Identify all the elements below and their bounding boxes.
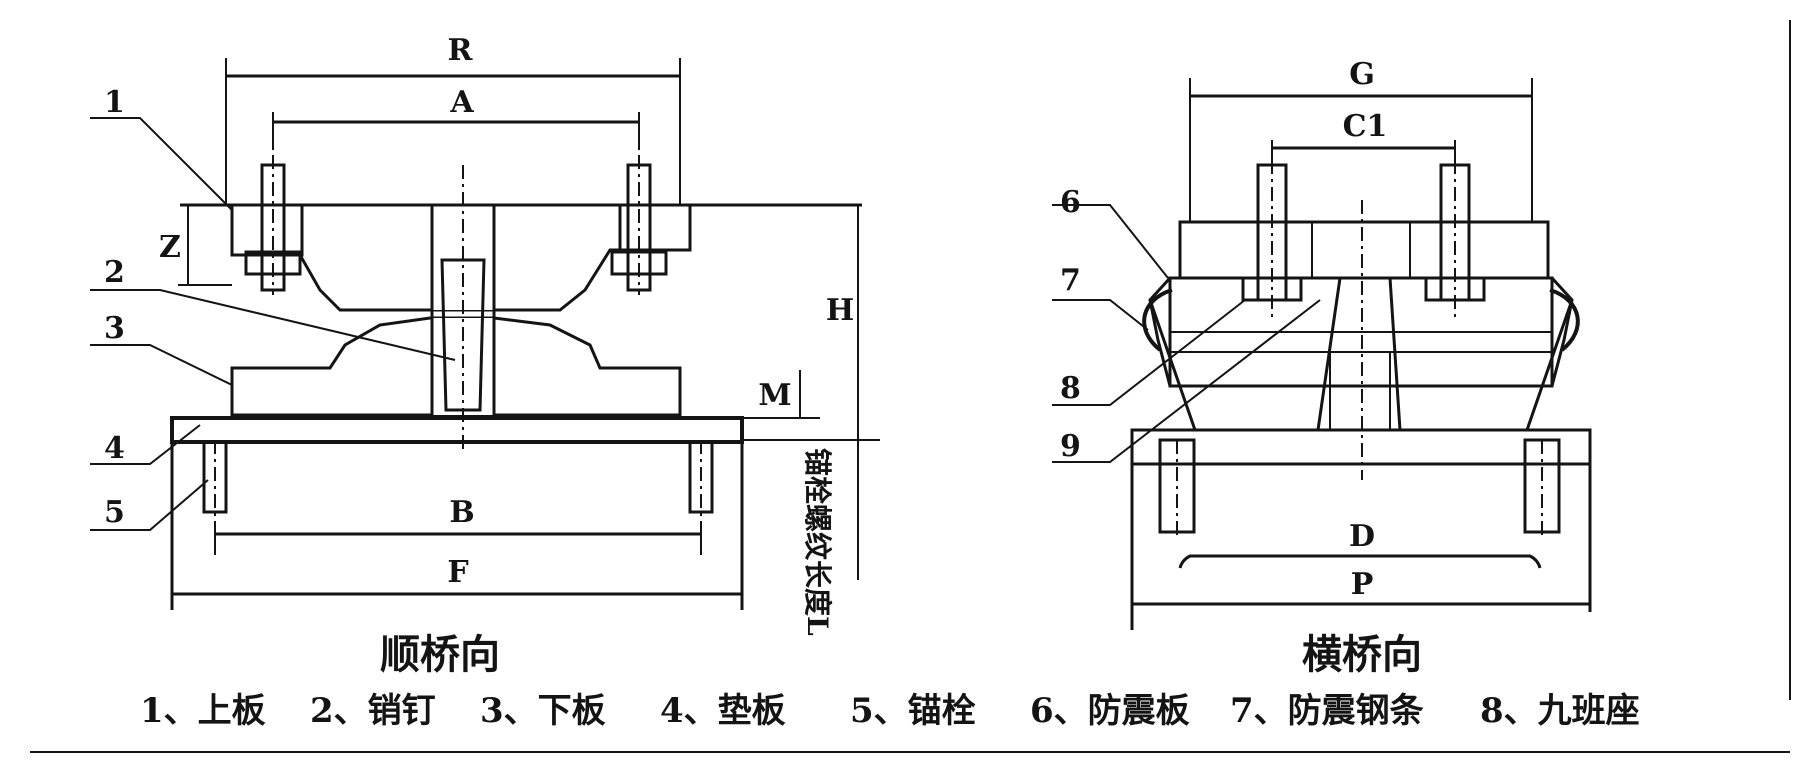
dim-label-z: Z <box>159 230 181 265</box>
pad-plate <box>170 416 744 444</box>
dim-label-g: G <box>1349 57 1375 92</box>
bottom-anchor-bolt-left <box>202 440 228 545</box>
legend-item-6: 6、防震板 <box>1030 691 1190 731</box>
longitudinal-view-title: 顺桥向 <box>380 631 500 678</box>
top-anchor-bolt-right <box>610 155 668 295</box>
callout-6: 6 <box>1060 185 1081 220</box>
legend-item-8: 8、九班座 <box>1480 691 1640 731</box>
dim-label-c1: C1 <box>1343 109 1388 144</box>
legend-item-4: 4、垫板 <box>660 691 786 731</box>
dim-label-r: R <box>448 33 474 68</box>
callout-7: 7 <box>1060 263 1081 298</box>
dim-label-p: P <box>1351 567 1374 602</box>
dim-label-b: B <box>449 495 474 530</box>
dim-label-h: H <box>826 293 854 328</box>
top-anchor-bolt-left <box>244 155 302 295</box>
dimension-lines-left <box>170 58 880 610</box>
legend-item-5: 5、锚栓 <box>850 691 976 731</box>
bottom-anchor-bolt-right <box>688 440 714 545</box>
dim-label-f: F <box>447 555 468 590</box>
callout-4: 4 <box>104 431 125 466</box>
dim-label-m: M <box>758 378 791 413</box>
pin <box>440 165 486 450</box>
legend: 1、上板 2、销钉 3、下板 4、垫板 5、锚栓 6、防震板 7、防震钢条 8、… <box>140 691 1640 731</box>
legend-item-1: 1、上板 <box>140 691 266 731</box>
transverse-view: G C1 D P 6 7 8 9 横桥向 <box>1052 57 1592 678</box>
callout-3: 3 <box>104 311 125 346</box>
lower-plate <box>230 310 682 417</box>
legend-item-7: 7、防震钢条 <box>1230 691 1424 731</box>
callout-leaders-left <box>90 117 456 531</box>
upper-block <box>1178 220 1550 280</box>
callout-1: 1 <box>104 85 125 120</box>
legend-item-2: 2、销钉 <box>310 691 436 731</box>
dimension-lines-right <box>1130 78 1592 630</box>
transverse-bolts <box>1158 160 1561 540</box>
dim-label-d: D <box>1349 519 1375 554</box>
callout-2: 2 <box>104 255 125 290</box>
callout-8: 8 <box>1060 371 1081 406</box>
callout-leaders-right <box>1052 204 1321 463</box>
dim-label-a: A <box>449 85 474 120</box>
longitudinal-view: R A Z H M B F 锚栓螺纹长度L 1 2 3 4 5 顺桥向 <box>90 33 880 678</box>
anti-seismic-plates <box>1142 276 1580 431</box>
transverse-view-title: 横桥向 <box>1302 631 1422 678</box>
legend-item-3: 3、下板 <box>480 691 606 731</box>
callout-5: 5 <box>104 495 125 530</box>
middle-body <box>1168 276 1554 432</box>
callout-9: 9 <box>1060 429 1081 464</box>
dim-label-thread-length: 锚栓螺纹长度L <box>801 448 834 636</box>
